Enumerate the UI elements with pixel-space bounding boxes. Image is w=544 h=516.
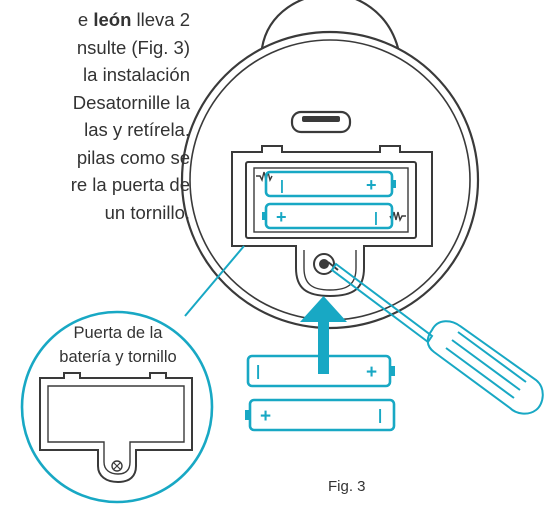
instructions-line-6: pilas como se <box>76 146 190 168</box>
figure-label: Fig. 3 <box>328 478 366 495</box>
instructions-line-3: la instalación <box>83 64 190 85</box>
screwdriver-handle <box>426 320 544 415</box>
screwdriver-tip <box>327 261 339 271</box>
battery-door-detail <box>39 372 193 484</box>
compartment-door-outline <box>231 145 433 298</box>
device-top-handle <box>260 0 400 49</box>
instructions-line-4: Desatornille la <box>72 91 190 113</box>
battery-plus-symbol: + <box>366 175 377 195</box>
device-outer-ring <box>180 30 480 330</box>
compartment-door-lip <box>303 250 357 291</box>
battery-door-inner <box>47 385 185 475</box>
battery-door-screw-slot <box>113 462 121 470</box>
installed-batteries: | + + | <box>262 170 396 230</box>
battery-plus-symbol: + <box>366 362 377 383</box>
device-slot <box>290 110 352 134</box>
instructions-line-5: las y retírela. <box>84 119 190 140</box>
battery-minus-symbol: | <box>374 209 378 225</box>
instructions-line-1-bold: león <box>93 9 132 30</box>
installed-battery-top: | + <box>264 170 396 198</box>
screwdriver-handle-ridges <box>445 331 527 399</box>
door-screw <box>313 253 335 275</box>
battery-minus-symbol: | <box>256 363 260 380</box>
screwdriver-shaft <box>330 262 434 344</box>
loose-batteries: | + + | <box>245 354 396 432</box>
instructions-line-1-prefix: e <box>77 9 94 30</box>
callout-label-line-1: Puerta de la <box>73 324 163 342</box>
battery-minus-symbol: | <box>280 177 284 193</box>
callout-label: Puerta de la batería y tornillo <box>40 321 196 369</box>
battery-door-outline <box>39 372 193 484</box>
battery-door-screw <box>111 460 123 472</box>
insert-arrow-icon <box>300 296 347 374</box>
battery-compartment <box>231 145 433 298</box>
instructions-line-1: e león lleva 2 <box>0 6 190 34</box>
device-slot-inner <box>302 116 340 122</box>
compartment-inner-frame <box>245 161 417 239</box>
battery-plus-symbol: + <box>260 406 271 427</box>
callout-label-line-2: batería y tornillo <box>59 348 177 366</box>
instructions-text: e león lleva 2 nsulte (Fig. 3) la instal… <box>0 6 190 226</box>
battery-plus-symbol: + <box>276 207 287 227</box>
instructions-line-8: un tornillo. <box>104 201 190 223</box>
instructions-line-1-suffix: lleva 2 <box>131 9 191 30</box>
compartment-well <box>253 167 409 233</box>
loose-battery-bottom: + | <box>245 398 396 432</box>
instructions-line-2: nsulte (Fig. 3) <box>76 36 190 58</box>
battery-minus-symbol: | <box>378 407 382 424</box>
callout-lines <box>184 245 245 317</box>
device-back <box>180 0 480 330</box>
instructions-line-7: re la puerta de <box>70 174 190 195</box>
screwdriver-icon <box>327 261 544 415</box>
installed-battery-bottom: + | <box>262 202 394 230</box>
callout-circle <box>20 310 214 504</box>
loose-battery-top: | + <box>246 354 395 388</box>
